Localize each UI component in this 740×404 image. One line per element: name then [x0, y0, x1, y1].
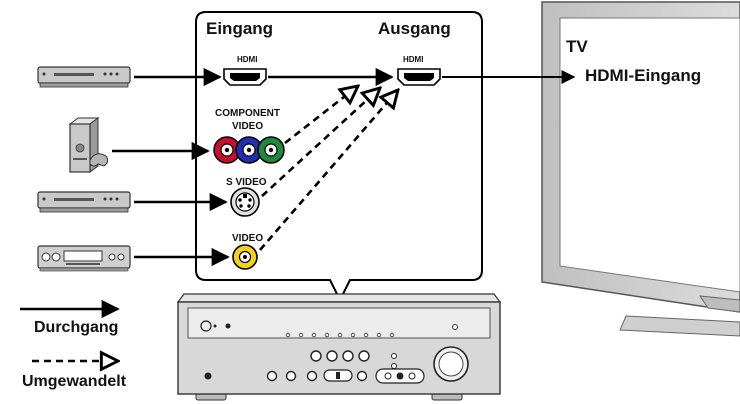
input-header: Eingang [206, 19, 273, 38]
output-hdmi-label: HDMI [403, 55, 423, 64]
input-hdmi-label: HDMI [237, 55, 257, 64]
component-to-hdmi-dashed [284, 86, 358, 145]
tv-hdmi-input-label: HDMI-Eingang [585, 66, 701, 85]
svideo-jack-icon [230, 187, 260, 217]
legend-dashed-label: Umgewandelt [22, 373, 127, 390]
component-video-jacks-icon [213, 136, 285, 164]
output-header: Ausgang [378, 19, 451, 38]
tv-label: TV [566, 37, 588, 56]
av-receiver-icon [176, 293, 502, 401]
component-label-line2: VIDEO [232, 121, 263, 132]
component-label-line1: COMPONENT [215, 108, 280, 119]
input-hdmi-port-icon [223, 68, 267, 86]
output-hdmi-port-icon [397, 68, 441, 86]
game-console-icon [68, 117, 109, 173]
legend-solid-label: Durchgang [34, 319, 118, 336]
vcr-icon [37, 245, 131, 272]
legend: Durchgang Umgewandelt [20, 299, 127, 390]
composite-video-jack-icon [232, 244, 258, 270]
video-label: VIDEO [232, 233, 263, 244]
dvd-player-icon [37, 191, 131, 213]
svideo-label: S VIDEO [226, 177, 267, 188]
tv: TV HDMI-Eingang [541, 1, 740, 337]
svideo-to-hdmi-dashed [261, 88, 380, 197]
bd-player-icon [37, 66, 131, 88]
connector-panel: Eingang Ausgang HDMI HDMI COMPONENT VIDE… [195, 11, 483, 303]
